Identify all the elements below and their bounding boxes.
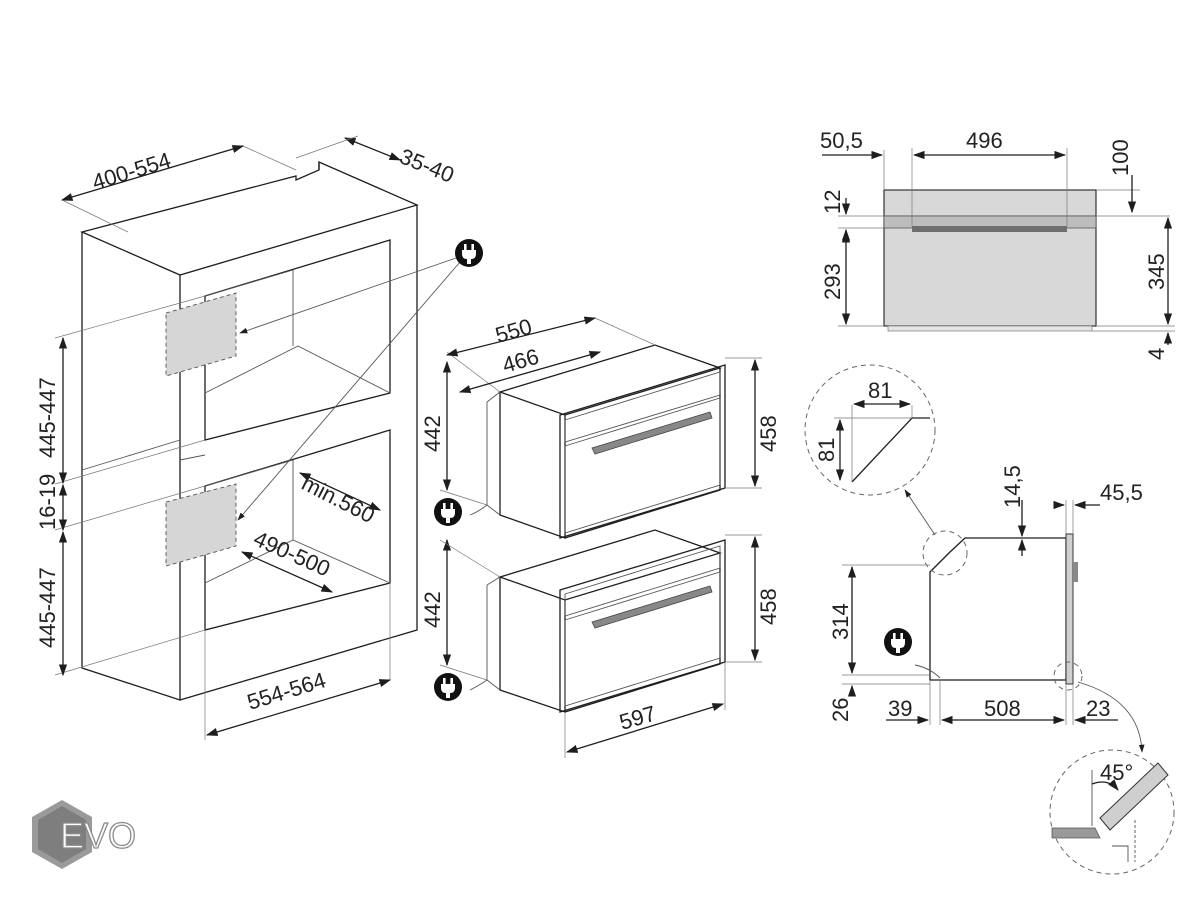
dim-front-inner-width: 496 xyxy=(966,128,1003,153)
dim-oven-front-width: 597 xyxy=(616,701,658,735)
dim-detail-chamfer-h: 81 xyxy=(814,438,839,462)
side-view: 14,5 45,5 314 26 39 508 23 xyxy=(828,465,1145,753)
evo-logo-text: EVO xyxy=(60,815,136,856)
dim-side-front-depth: 23 xyxy=(1086,696,1110,721)
dim-oven-depth-body: 466 xyxy=(499,344,541,378)
dim-cab-h-upper: 445-447 xyxy=(35,377,60,458)
dim-oven-h-body-upper: 442 xyxy=(420,415,445,452)
dim-front-total-h: 345 xyxy=(1144,253,1169,290)
dim-cab-h-lower: 445-447 xyxy=(35,567,60,648)
dim-cab-front-width: 554-564 xyxy=(244,667,329,715)
angle-detail: 45° xyxy=(1049,749,1175,875)
chamfer-detail: 81 81 xyxy=(804,364,936,536)
front-view: 50,5 496 100 345 4 12 293 xyxy=(820,128,1175,360)
dim-cab-top: 35-40 xyxy=(396,143,458,187)
dim-side-height: 314 xyxy=(828,603,853,640)
dim-oven-h-body-lower: 442 xyxy=(420,591,445,628)
plug-icon xyxy=(434,673,462,701)
dim-cab-depth-range: 490-500 xyxy=(250,526,334,582)
dim-oven-h-front-lower: 458 xyxy=(756,588,781,625)
dim-detail-chamfer-w: 81 xyxy=(868,378,892,403)
plug-icon xyxy=(884,628,912,656)
cabinet-drawing: 400-554 35-40 445-447 16-19 445-447 min.… xyxy=(35,135,461,740)
dim-oven-depth-total: 550 xyxy=(492,314,534,348)
dim-cab-depth-min: min.560 xyxy=(298,470,379,528)
oven-lower xyxy=(469,529,726,713)
dim-front-offset: 50,5 xyxy=(820,128,863,153)
socket-area-lower xyxy=(165,483,237,567)
socket-area-upper xyxy=(165,292,237,377)
evo-logo: EVO xyxy=(32,800,137,869)
dim-oven-h-front-upper: 458 xyxy=(756,415,781,452)
dim-front-strip: 12 xyxy=(820,190,845,214)
plug-icon xyxy=(434,498,462,526)
oven-dimensions: 550 466 442 442 458 458 597 xyxy=(420,314,781,758)
dim-side-depth: 508 xyxy=(984,696,1021,721)
dim-front-bottom: 4 xyxy=(1144,348,1169,360)
dim-detail-angle: 45° xyxy=(1100,760,1133,785)
dim-side-bottom: 26 xyxy=(828,698,853,722)
plug-icon xyxy=(455,239,483,267)
dim-side-rear: 39 xyxy=(888,696,912,721)
dim-front-body-h: 293 xyxy=(820,263,845,300)
dim-front-top: 100 xyxy=(1108,139,1133,176)
dim-side-front: 45,5 xyxy=(1100,480,1143,505)
dim-side-top-gap: 14,5 xyxy=(1000,465,1025,508)
dim-cab-gap: 16-19 xyxy=(35,474,60,530)
dim-cab-width: 400-554 xyxy=(89,147,174,195)
